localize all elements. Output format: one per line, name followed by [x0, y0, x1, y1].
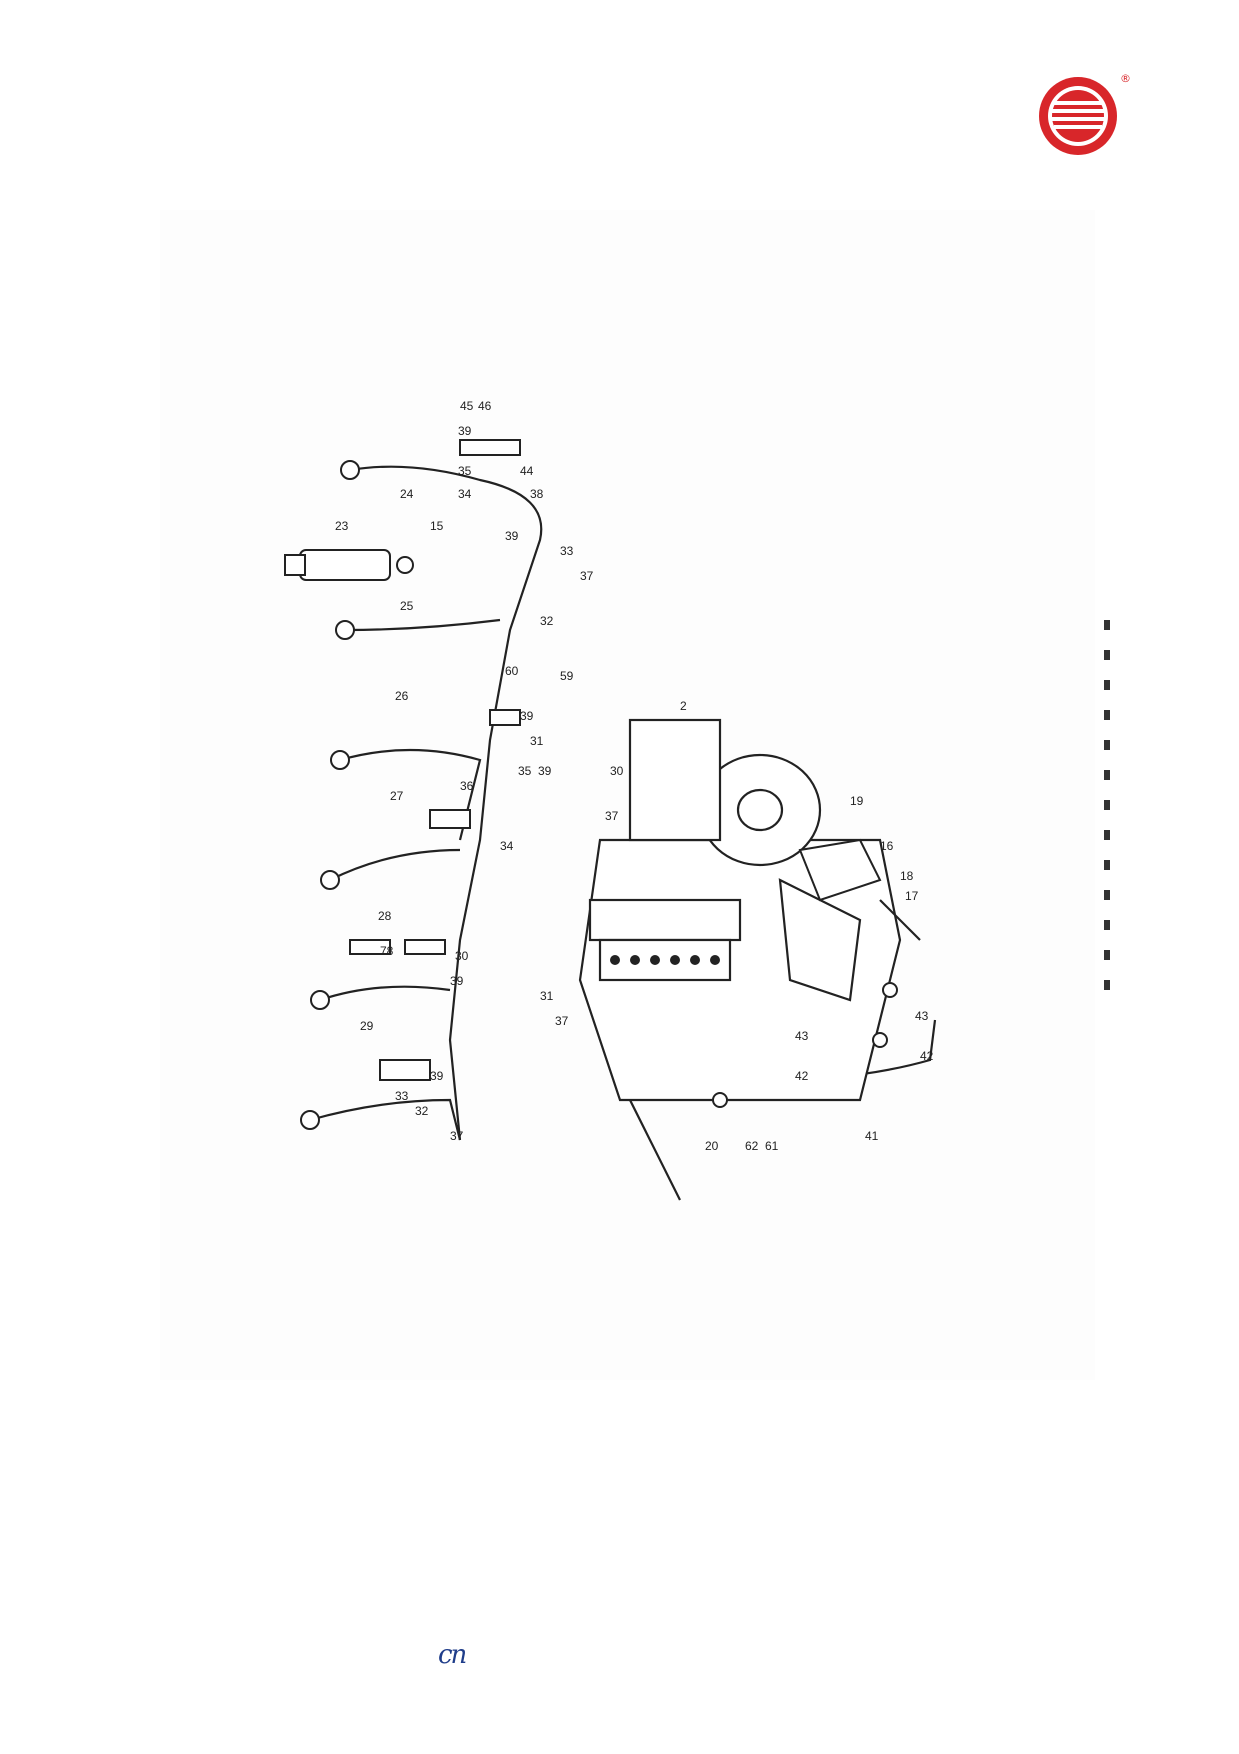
svg-text:39: 39 — [458, 424, 472, 438]
svg-text:37: 37 — [605, 809, 619, 823]
svg-text:31: 31 — [530, 734, 544, 748]
svg-text:42: 42 — [920, 1049, 934, 1063]
svg-text:41: 41 — [865, 1129, 879, 1143]
svg-text:43: 43 — [795, 1029, 809, 1043]
svg-text:24: 24 — [400, 487, 414, 501]
svg-text:39: 39 — [450, 974, 464, 988]
svg-text:42: 42 — [795, 1069, 809, 1083]
registered-mark: ® — [1120, 72, 1131, 85]
svg-text:32: 32 — [540, 614, 554, 628]
footer-mark: cn — [438, 1640, 467, 1670]
svg-text:46: 46 — [478, 399, 492, 413]
svg-text:33: 33 — [395, 1089, 409, 1103]
svg-text:30: 30 — [610, 764, 624, 778]
svg-text:17: 17 — [905, 889, 919, 903]
side-caption-marks — [1104, 620, 1110, 990]
svg-text:33: 33 — [560, 544, 574, 558]
svg-text:18: 18 — [900, 869, 914, 883]
svg-text:39: 39 — [538, 764, 552, 778]
svg-text:59: 59 — [560, 669, 574, 683]
svg-text:19: 19 — [850, 794, 864, 808]
scanned-page-area — [160, 210, 1095, 1380]
svg-text:37: 37 — [555, 1014, 569, 1028]
svg-text:29: 29 — [360, 1019, 374, 1033]
svg-text:78: 78 — [380, 944, 394, 958]
exploded-parts-diagram: 45 46 39 35 44 34 38 24 23 15 39 33 37 25 32 60 59 2… — [284, 399, 937, 1201]
svg-text:34: 34 — [500, 839, 514, 853]
svg-text:62: 62 — [745, 1139, 759, 1153]
svg-text:31: 31 — [540, 989, 554, 1003]
svg-text:27: 27 — [390, 789, 404, 803]
svg-text:61: 61 — [765, 1139, 779, 1153]
svg-text:36: 36 — [460, 779, 474, 793]
svg-text:30: 30 — [455, 949, 469, 963]
svg-text:37: 37 — [450, 1129, 464, 1143]
svg-text:25: 25 — [400, 599, 414, 613]
svg-text:38: 38 — [530, 487, 544, 501]
svg-text:37: 37 — [580, 569, 594, 583]
svg-text:39: 39 — [430, 1069, 444, 1083]
svg-text:60: 60 — [505, 664, 519, 678]
brand-logo — [1039, 77, 1117, 155]
svg-text:26: 26 — [395, 689, 409, 703]
svg-text:44: 44 — [520, 464, 534, 478]
svg-text:32: 32 — [415, 1104, 429, 1118]
svg-text:20: 20 — [705, 1139, 719, 1153]
svg-text:39: 39 — [520, 709, 534, 723]
svg-text:45: 45 — [460, 399, 474, 413]
svg-text:28: 28 — [378, 909, 392, 923]
svg-text:2: 2 — [680, 699, 687, 713]
svg-text:35: 35 — [518, 764, 532, 778]
svg-text:15: 15 — [430, 519, 444, 533]
svg-text:16: 16 — [880, 839, 894, 853]
svg-text:34: 34 — [458, 487, 472, 501]
svg-text:35: 35 — [458, 464, 472, 478]
svg-text:23: 23 — [335, 519, 349, 533]
svg-text:39: 39 — [505, 529, 519, 543]
svg-text:43: 43 — [915, 1009, 929, 1023]
